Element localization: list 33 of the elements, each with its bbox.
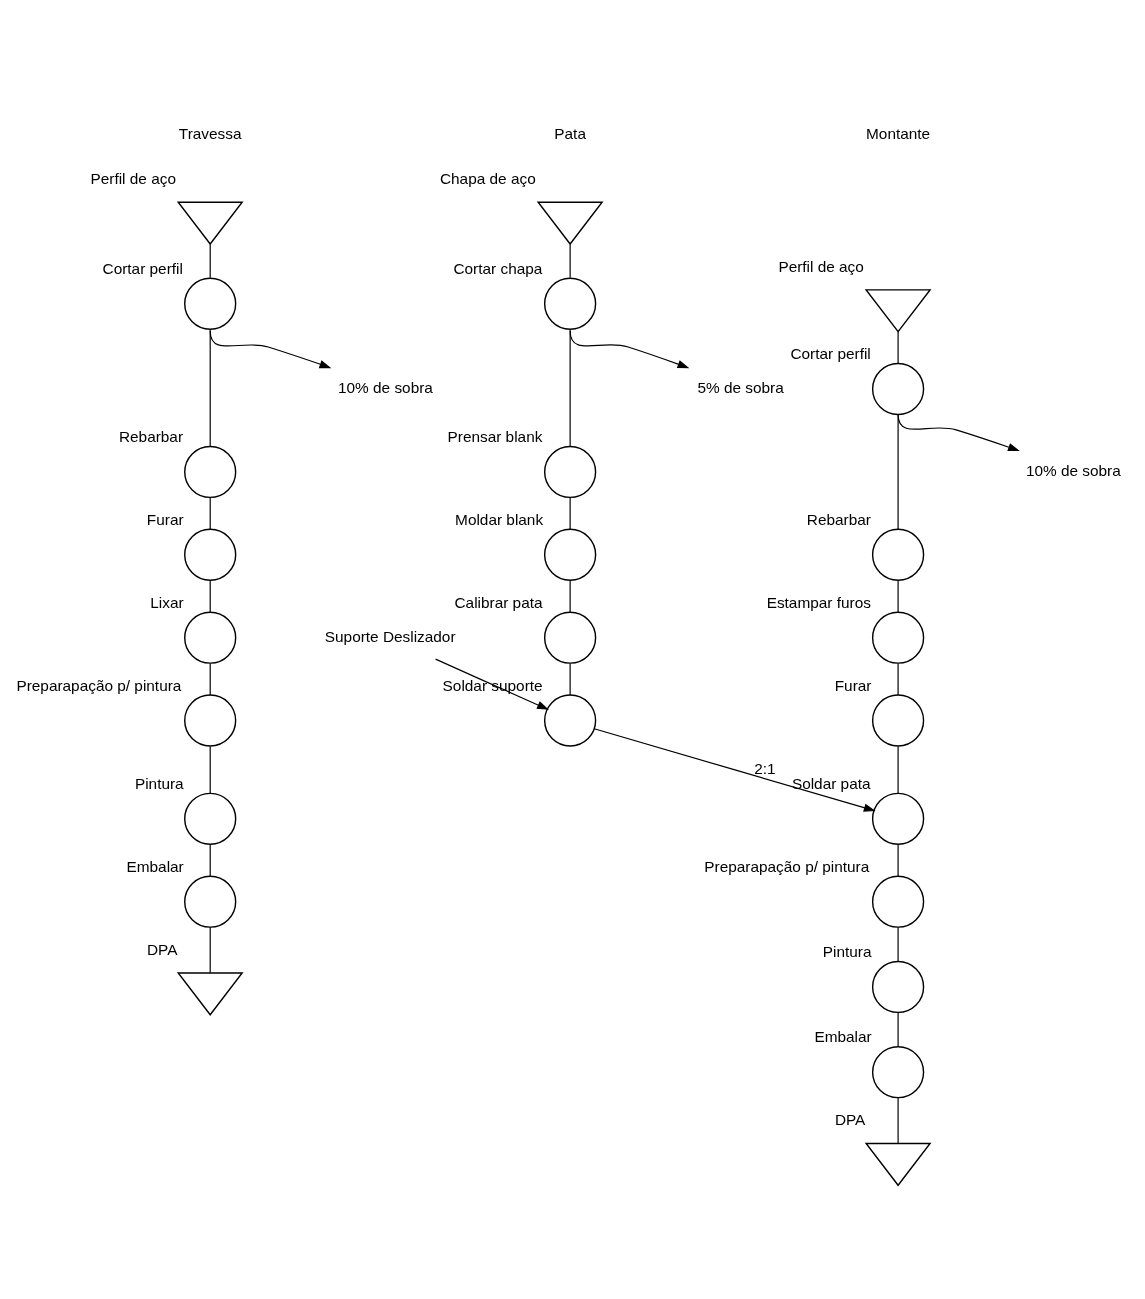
node-label: Furar xyxy=(146,511,184,529)
node-label: Rebarbar xyxy=(118,428,184,446)
node-label: Furar xyxy=(834,676,872,694)
node-label: Embalar xyxy=(814,1028,872,1046)
node-label: Lixar xyxy=(150,593,184,611)
node-label: Estampar furos xyxy=(766,593,871,611)
node-text: 10% de sobra xyxy=(337,379,433,397)
node-label: Calibrar pata xyxy=(454,593,543,611)
node-label: Cortar perfil xyxy=(102,260,183,278)
node-label: Perfil de aço xyxy=(778,257,864,275)
node-label: Cortar chapa xyxy=(453,260,543,278)
node-label: Cortar perfil xyxy=(790,345,871,363)
node-label: Perfil de aço xyxy=(90,170,176,188)
node-label: Soldar suporte xyxy=(442,676,543,694)
node-text: 5% de sobra xyxy=(697,379,784,397)
node-label: Soldar pata xyxy=(791,775,871,793)
node-label: Pintura xyxy=(134,775,184,793)
node-text: 10% de sobra xyxy=(1025,461,1121,479)
node-label: Pintura xyxy=(822,943,872,961)
node-label: Prensar blank xyxy=(447,428,543,446)
node-label: Moldar blank xyxy=(455,511,544,529)
label: Travessa xyxy=(178,125,242,143)
node-label: Chapa de aço xyxy=(439,170,536,188)
node-label: Preparapação p/ pintura xyxy=(704,857,870,875)
node-label: Rebarbar xyxy=(806,511,871,529)
edge-label: 2:1 xyxy=(754,759,776,777)
node-label: Preparapação p/ pintura xyxy=(16,676,182,694)
label: Pata xyxy=(554,125,586,143)
node-label: DPA xyxy=(147,940,178,958)
node-text: Suporte Deslizador xyxy=(324,627,456,645)
node-label: DPA xyxy=(834,1111,866,1129)
node-label: Embalar xyxy=(126,857,184,875)
label: Montante xyxy=(866,125,931,143)
